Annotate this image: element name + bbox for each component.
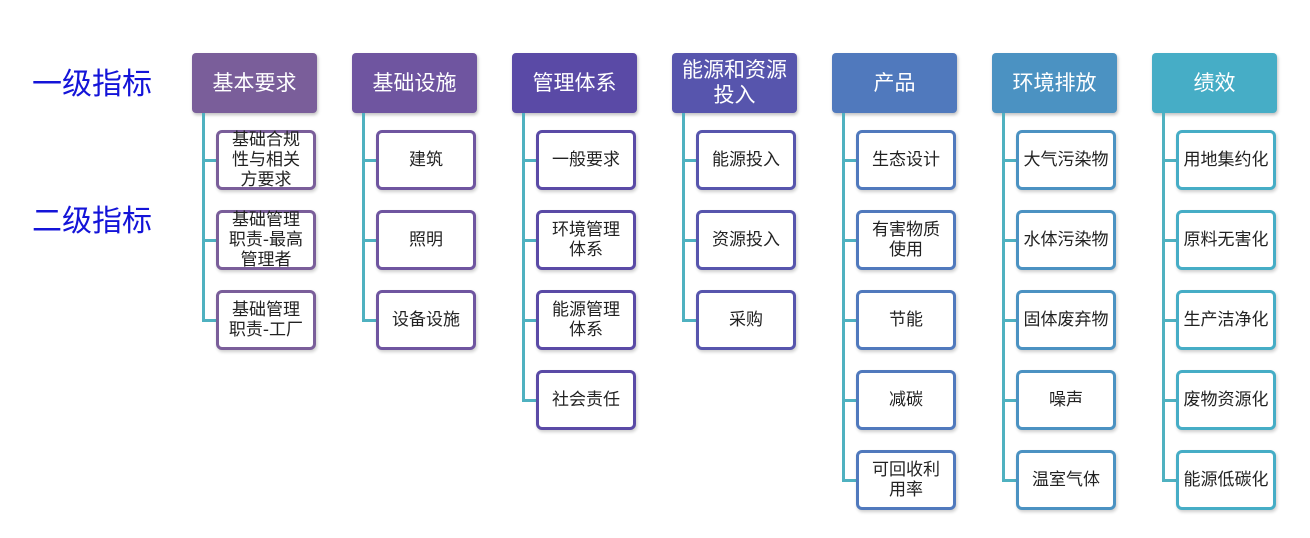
connector-branch (1162, 159, 1176, 162)
second-level-indicator: 资源投入 (696, 210, 796, 270)
second-level-indicator: 节能 (856, 290, 956, 350)
indicator-column: 能源和资源 投入能源投入资源投入采购 (672, 0, 802, 538)
connector-branch (522, 239, 536, 242)
connector-branch (842, 479, 856, 482)
connector-branch (842, 239, 856, 242)
second-level-indicator: 建筑 (376, 130, 476, 190)
connector-branch (842, 399, 856, 402)
indicator-column: 管理体系一般要求环境管理 体系能源管理 体系社会责任 (512, 0, 642, 538)
first-level-indicator: 基本要求 (192, 53, 317, 113)
indicator-column: 绩效用地集约化原料无害化生产洁净化废物资源化能源低碳化 (1152, 0, 1282, 538)
connector-branch (362, 319, 376, 322)
second-level-indicator: 基础合规 性与相关 方要求 (216, 130, 316, 190)
second-level-indicator: 能源管理 体系 (536, 290, 636, 350)
first-level-indicator: 基础设施 (352, 53, 477, 113)
second-level-indicator: 原料无害化 (1176, 210, 1276, 270)
connector-branch (1002, 399, 1016, 402)
connector-branch (1002, 239, 1016, 242)
connector-branch (1162, 239, 1176, 242)
first-level-indicator: 产品 (832, 53, 957, 113)
indicator-column: 基础设施建筑照明设备设施 (352, 0, 482, 538)
connector-branch (202, 319, 216, 322)
second-level-indicator: 基础管理 职责-工厂 (216, 290, 316, 350)
second-level-indicator: 大气污染物 (1016, 130, 1116, 190)
second-level-indicator: 用地集约化 (1176, 130, 1276, 190)
connector-branch (842, 159, 856, 162)
first-level-indicator: 绩效 (1152, 53, 1277, 113)
connector-branch (522, 399, 536, 402)
second-level-indicator: 废物资源化 (1176, 370, 1276, 430)
second-level-indicator: 设备设施 (376, 290, 476, 350)
second-level-indicator: 有害物质 使用 (856, 210, 956, 270)
second-level-indicator: 照明 (376, 210, 476, 270)
second-level-indicator: 减碳 (856, 370, 956, 430)
second-level-indicator: 一般要求 (536, 130, 636, 190)
indicator-column: 环境排放大气污染物水体污染物固体废弃物噪声温室气体 (992, 0, 1122, 538)
second-level-indicator: 生态设计 (856, 130, 956, 190)
first-level-indicator: 管理体系 (512, 53, 637, 113)
indicator-column: 基本要求基础合规 性与相关 方要求基础管理 职责-最高 管理者基础管理 职责-工… (192, 0, 322, 538)
connector-branch (362, 159, 376, 162)
connector-branch (522, 159, 536, 162)
second-level-indicator: 生产洁净化 (1176, 290, 1276, 350)
connector-stem (1162, 113, 1165, 482)
connector-branch (1002, 159, 1016, 162)
connector-branch (682, 239, 696, 242)
connector-stem (842, 113, 845, 482)
connector-stem (682, 113, 685, 322)
second-level-indicator: 固体废弃物 (1016, 290, 1116, 350)
connector-branch (1162, 399, 1176, 402)
second-level-indicator: 温室气体 (1016, 450, 1116, 510)
indicator-column: 产品生态设计有害物质 使用节能减碳可回收利 用率 (832, 0, 962, 538)
second-level-indicator: 采购 (696, 290, 796, 350)
connector-branch (682, 319, 696, 322)
second-level-indicator: 噪声 (1016, 370, 1116, 430)
connector-branch (842, 319, 856, 322)
first-level-indicator: 环境排放 (992, 53, 1117, 113)
connector-stem (522, 113, 525, 402)
level-label-first: 一级指标 (32, 67, 152, 102)
second-level-indicator: 基础管理 职责-最高 管理者 (216, 210, 316, 270)
connector-branch (1162, 479, 1176, 482)
connector-branch (202, 159, 216, 162)
connector-stem (202, 113, 205, 322)
connector-stem (362, 113, 365, 322)
second-level-indicator: 可回收利 用率 (856, 450, 956, 510)
first-level-indicator: 能源和资源 投入 (672, 53, 797, 113)
second-level-indicator: 能源投入 (696, 130, 796, 190)
second-level-indicator: 环境管理 体系 (536, 210, 636, 270)
connector-branch (1162, 319, 1176, 322)
connector-branch (362, 239, 376, 242)
connector-stem (1002, 113, 1005, 482)
second-level-indicator: 水体污染物 (1016, 210, 1116, 270)
second-level-indicator: 社会责任 (536, 370, 636, 430)
level-label-second: 二级指标 (32, 204, 152, 239)
connector-branch (1002, 319, 1016, 322)
second-level-indicator: 能源低碳化 (1176, 450, 1276, 510)
connector-branch (522, 319, 536, 322)
connector-branch (202, 239, 216, 242)
connector-branch (1002, 479, 1016, 482)
connector-branch (682, 159, 696, 162)
